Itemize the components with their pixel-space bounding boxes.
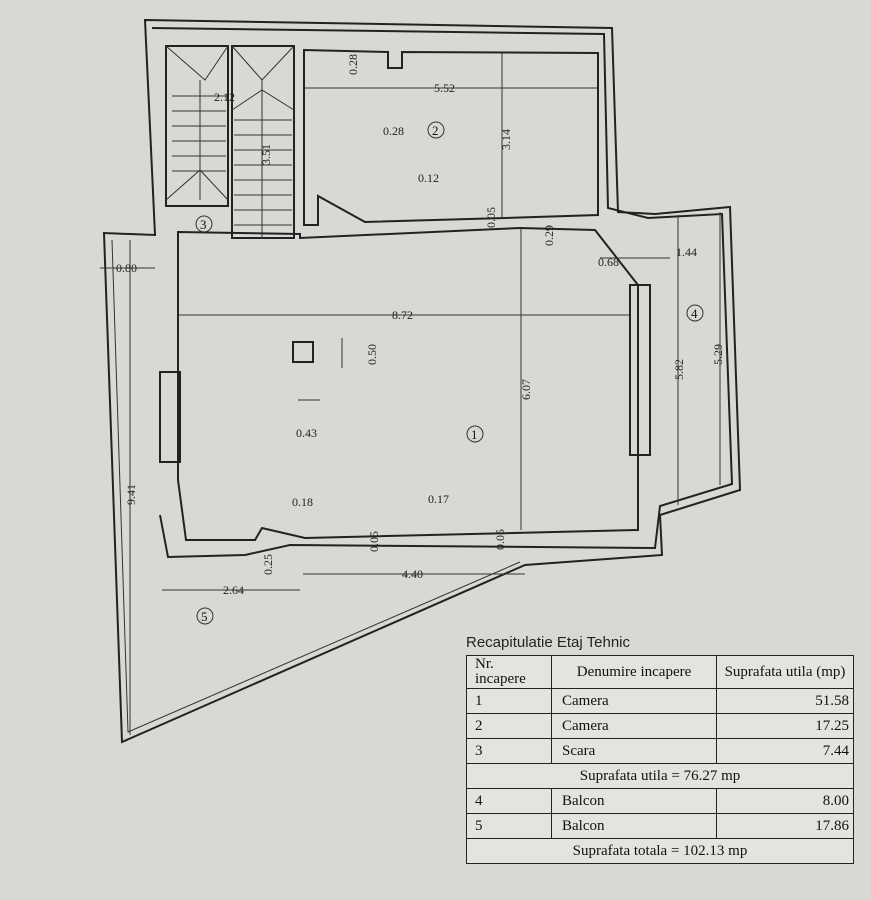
outer-wall — [102, 18, 742, 744]
header-area: Suprafata utila (mp) — [716, 655, 854, 689]
cell-name: Balcon — [551, 813, 717, 839]
dim-r2-c: 0.05 — [484, 207, 498, 228]
dim-r2-top-offset: 0.28 — [346, 54, 360, 75]
subtotal: Suprafata utila = 76.27 mp — [466, 763, 854, 789]
dim-r2-depth: 3.14 — [499, 129, 513, 150]
cell-nr: 1 — [466, 688, 552, 714]
dim-bal5-c: 2.64 — [223, 583, 244, 597]
dim-bal4-len-b: 5.29 — [711, 344, 725, 365]
dim-r2-b: 0.12 — [418, 171, 439, 185]
recap-table-section: Recapitulatie Etaj Tehnic Nr. incapere D… — [466, 634, 856, 864]
inner-wall — [151, 27, 734, 559]
dim-r1-a: 0.50 — [365, 344, 379, 365]
cell-nr: 5 — [466, 813, 552, 839]
cell-name: Camera — [551, 713, 717, 739]
recap-table: Nr. incapere Denumire incapere Suprafata… — [466, 655, 854, 864]
dim-r1-depth: 6.07 — [519, 379, 533, 400]
cell-area: 7.44 — [716, 738, 854, 764]
cell-nr: 4 — [466, 788, 552, 814]
cell-nr: 3 — [466, 738, 552, 764]
room-5-number: 5 — [201, 609, 208, 624]
dim-r1-e: 0.05 — [367, 531, 381, 552]
room2-walls — [303, 48, 599, 226]
dim-stair-length: 3.51 — [259, 144, 273, 165]
dim-bal5-left-width: 0.80 — [116, 261, 137, 275]
dim-stair-width: 2.12 — [214, 90, 235, 104]
recap-title: Recapitulatie Etaj Tehnic — [466, 634, 630, 651]
dim-r1-d: 0.17 — [428, 492, 449, 506]
table-header: Nr. incapere Denumire incapere Suprafata… — [466, 655, 854, 689]
dim-bal5-len: 9.41 — [124, 484, 138, 505]
total-row: Suprafata totala = 102.13 mp — [466, 838, 854, 864]
cell-name: Camera — [551, 688, 717, 714]
room-4-number: 4 — [691, 306, 698, 321]
cell-area: 8.00 — [716, 788, 854, 814]
room1-walls — [177, 226, 639, 541]
dim-r1-f: 0.05 — [493, 529, 507, 550]
dim-bal5-b: 4.40 — [402, 567, 423, 581]
room-markers: 1 2 3 4 5 — [195, 121, 704, 625]
window-right — [629, 284, 651, 456]
staircase — [165, 45, 295, 239]
dim-r2-d: 0.29 — [542, 225, 556, 246]
dim-r1-width: 8.72 — [392, 308, 413, 322]
dim-bal4-a: 0.68 — [598, 255, 619, 269]
window-left — [159, 371, 181, 463]
dim-r2-width: 5.52 — [434, 81, 455, 95]
dim-r2-a: 0.28 — [383, 124, 404, 138]
room-1-number: 1 — [471, 427, 478, 442]
dim-bal4-len-a: 5.82 — [672, 359, 686, 380]
cell-area: 51.58 — [716, 688, 854, 714]
cell-nr: 2 — [466, 713, 552, 739]
column — [292, 341, 314, 363]
dim-bal5-a: 0.25 — [261, 554, 275, 575]
header-nr: Nr. incapere — [466, 655, 552, 689]
cell-area: 17.25 — [716, 713, 854, 739]
dim-r1-c: 0.18 — [292, 495, 313, 509]
room-2-number: 2 — [432, 123, 439, 138]
cell-name: Balcon — [551, 788, 717, 814]
dim-r1-b: 0.43 — [296, 426, 317, 440]
dim-bal4-width: 1.44 — [676, 245, 697, 259]
room-3-number: 3 — [200, 217, 207, 232]
header-name: Denumire incapere — [551, 655, 717, 689]
balcony5-inner — [111, 239, 521, 733]
total: Suprafata totala = 102.13 mp — [466, 838, 854, 864]
dimension-lines — [100, 53, 721, 735]
subtotal-row: Suprafata utila = 76.27 mp — [466, 763, 854, 789]
cell-area: 17.86 — [716, 813, 854, 839]
cell-name: Scara — [551, 738, 717, 764]
